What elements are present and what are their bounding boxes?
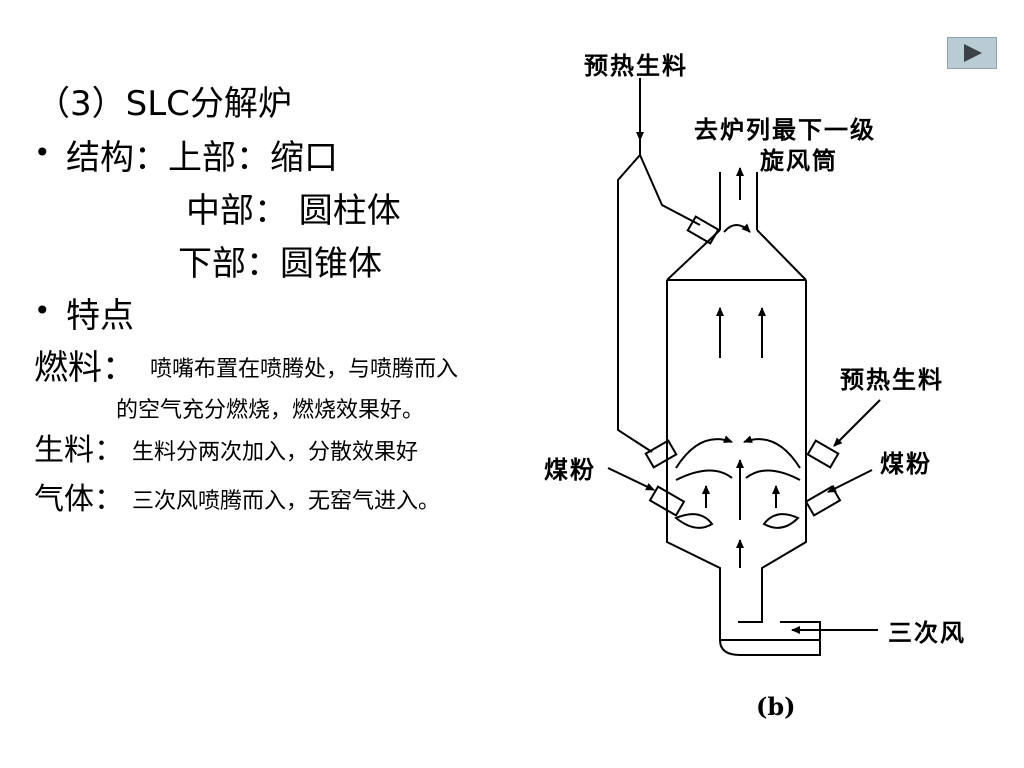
feature-material-text: 生料分两次加入，分散效果好 — [132, 440, 419, 465]
structure-bottom-line: 下部：圆锥体 — [178, 244, 382, 284]
furnace-left-wall — [666, 280, 736, 641]
feature-fuel-continuation: 的空气充分燃烧，燃烧效果好。 — [116, 398, 425, 423]
label-outlet-line1: 去炉列最下一级 — [694, 115, 876, 144]
label-outlet-line2: 旋风筒 — [760, 146, 838, 175]
furnace-top-cone — [666, 229, 807, 281]
slide-title: （3）SLC分解炉 — [36, 84, 292, 124]
features-heading: 特点 — [66, 296, 134, 336]
play-button[interactable] — [947, 37, 997, 69]
left-swirl — [675, 435, 733, 469]
feed-split — [617, 90, 701, 453]
feature-fuel-text: 喷嘴布置在喷腾处，与喷腾而入 — [150, 357, 459, 382]
right-flame — [762, 513, 800, 529]
feature-gas-text: 三次风喷腾而入，无窑气进入。 — [132, 489, 441, 514]
structure-top-line: 结构：上部：缩口 — [66, 138, 338, 178]
bullet-marker: • — [34, 294, 51, 327]
outlet-duct — [719, 172, 758, 230]
left-coal-nozzle — [648, 485, 686, 517]
feature-material-label: 生料： — [34, 433, 124, 468]
feature-fuel-label: 燃料： — [34, 348, 136, 388]
label-preheat-right: 预热生料 — [840, 365, 944, 394]
label-coal-left: 煤粉 — [544, 455, 596, 484]
outlet-swirl — [723, 223, 751, 233]
preheat-right-arrow — [833, 399, 881, 447]
right-swirl — [743, 435, 801, 469]
coal-left-arrow — [607, 467, 655, 491]
inner-left-swirl — [675, 469, 733, 481]
left-feed-nozzle — [644, 439, 678, 469]
right-coal-nozzle — [804, 485, 842, 517]
right-feed-nozzle — [806, 439, 840, 469]
inner-right-swirl — [745, 469, 801, 481]
label-tertiary-air: 三次风 — [888, 618, 966, 647]
upper-feed-nozzle — [686, 215, 720, 245]
feature-gas-label: 气体： — [34, 482, 124, 517]
label-preheat-top: 预热生料 — [584, 51, 688, 80]
furnace-right-wall — [738, 280, 807, 623]
tertiary-air-elbow — [719, 621, 821, 656]
bullet-marker: • — [34, 136, 51, 169]
diagram-caption: (b) — [756, 692, 796, 721]
play-icon — [964, 44, 982, 62]
coal-right-arrow — [827, 469, 873, 493]
left-flame — [674, 513, 714, 529]
structure-middle-line: 中部： 圆柱体 — [186, 191, 401, 231]
label-coal-right: 煤粉 — [880, 449, 932, 478]
